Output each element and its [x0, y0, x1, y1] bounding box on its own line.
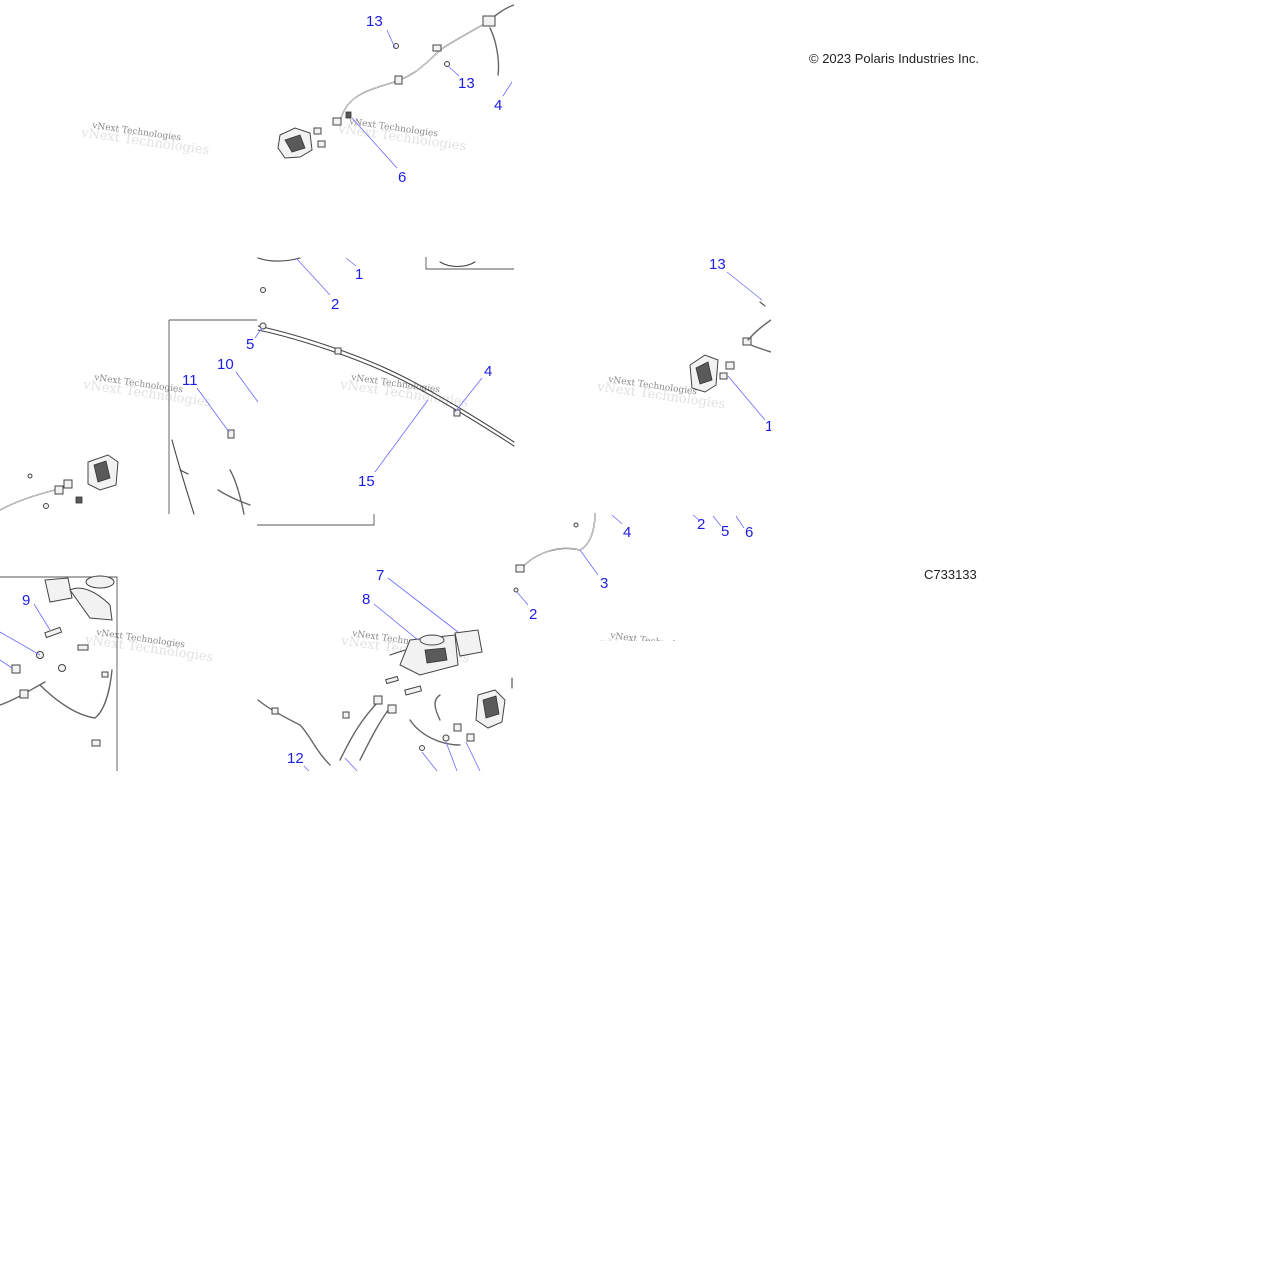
callout-3: 3: [600, 575, 608, 592]
callout-4: 4: [623, 524, 631, 541]
banjo-bolt: [313, 127, 322, 135]
hose-fitting: [742, 337, 752, 346]
callout-2: 2: [331, 296, 339, 313]
bolt: [77, 644, 89, 651]
master-cylinder-left-view: [0, 575, 115, 747]
hose-fitting: [387, 704, 397, 714]
callout-9: 9: [22, 592, 30, 609]
crush-washer: [75, 496, 83, 504]
callout-2: 2: [697, 516, 705, 533]
callout-7: 7: [376, 567, 384, 584]
rear-brake-line-assembly: [277, 4, 515, 159]
hose-clip: [271, 707, 279, 715]
callout-6: 6: [398, 169, 406, 186]
bolt: [44, 626, 63, 639]
bolt: [227, 429, 235, 439]
callout-13: 13: [366, 13, 383, 30]
master-cylinder-assembly: [257, 629, 513, 766]
washer: [43, 503, 49, 509]
bolt: [91, 739, 101, 747]
hose-clip: [432, 44, 442, 52]
bolt: [101, 671, 109, 678]
leader-lines: [0, 29, 766, 773]
hose-fitting: [54, 485, 64, 495]
hose-clip: [342, 711, 350, 719]
callout-2: 2: [529, 606, 537, 623]
diagram-code: C733133: [924, 567, 977, 582]
hose-3-assembly: [513, 513, 596, 593]
callout-1: 1: [355, 266, 363, 283]
hose-clip: [394, 75, 403, 85]
tile-frames: [0, 257, 514, 771]
bolt: [573, 522, 579, 528]
hose-fitting: [332, 117, 342, 126]
banjo-bolt: [317, 140, 326, 148]
banjo-bolt: [63, 479, 73, 489]
washer: [419, 745, 425, 751]
washer: [513, 587, 519, 593]
callout-8: 8: [362, 591, 370, 608]
bolt: [385, 675, 399, 685]
hose-fitting: [19, 689, 29, 699]
banjo-bolt: [725, 361, 735, 370]
callout-4: 4: [494, 97, 502, 114]
callout-5: 5: [721, 523, 729, 540]
bleeder-screw: [444, 61, 450, 67]
hose-fitting: [515, 564, 525, 573]
center-brake-line: [257, 257, 515, 447]
banjo-bolt: [719, 372, 728, 380]
left-caliper-assembly: [0, 429, 251, 515]
hose-clip: [453, 409, 461, 417]
washer: [58, 664, 66, 672]
callout-12: 12: [287, 750, 304, 767]
callout-10: 10: [217, 356, 234, 373]
washer: [442, 734, 450, 742]
front-caliper-assembly: [689, 301, 772, 393]
reservoir-cap: [419, 634, 445, 646]
banjo-bolt: [466, 733, 475, 742]
bleeder-screw: [27, 473, 33, 479]
brake-line-junction: [482, 15, 496, 27]
bolt: [404, 685, 423, 696]
hose-fitting: [373, 695, 383, 705]
hose-clip: [334, 347, 342, 355]
reservoir-cap: [85, 575, 115, 589]
copyright-text: © 2023 Polaris Industries Inc.: [809, 51, 979, 66]
callout-13: 13: [709, 256, 726, 273]
banjo-bolt: [453, 723, 462, 732]
reservoir: [454, 629, 483, 657]
callout-5: 5: [246, 336, 254, 353]
callout-15: 15: [358, 473, 375, 490]
hose-fitting: [11, 664, 21, 674]
crush-washer: [345, 111, 352, 119]
callout-13: 13: [458, 75, 475, 92]
fitting: [259, 322, 267, 330]
callout-6: 6: [745, 524, 753, 541]
fitting: [260, 287, 266, 293]
callout-11: 11: [182, 372, 198, 389]
callout-4: 4: [484, 363, 492, 380]
callout-1: 1: [765, 418, 773, 435]
callouts: 13 13 4 6 1 2 5 4 15 10 11 13 1 4 2 5 6 …: [22, 13, 773, 767]
